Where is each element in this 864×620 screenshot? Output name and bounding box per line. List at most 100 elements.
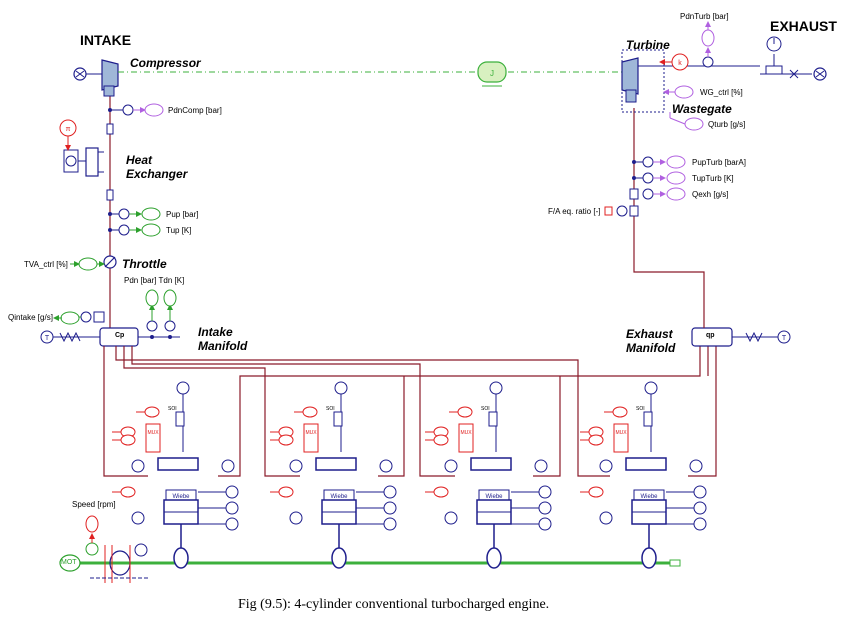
wiebe-label: Wiebe <box>640 494 658 500</box>
compressor-label: Compressor <box>130 56 201 70</box>
cylinder-unit: MUX SOI Wiebe <box>425 381 552 569</box>
injector-icon <box>175 411 185 427</box>
crank-icon <box>641 547 657 569</box>
temperature-sensor <box>693 485 707 499</box>
wastegate-label: Wastegate <box>672 102 732 116</box>
intake-manifold-label-1: Intake <box>198 325 233 339</box>
ground-icon <box>489 381 503 395</box>
injector-icon <box>643 411 653 427</box>
tupturb-signal: TupTurb [K] <box>692 174 734 183</box>
temperature-sensor <box>383 501 397 515</box>
qexh-signal: Qexh [g/s] <box>692 190 729 199</box>
theta-sensor <box>289 459 303 473</box>
theta-sensor <box>444 511 458 525</box>
figure-caption: Fig (9.5): 4-cylinder conventional turbo… <box>238 597 550 612</box>
exhaust-pipe <box>633 108 705 328</box>
pdncomp-signal: PdnComp [bar] <box>168 106 222 115</box>
mux-label: MUX <box>147 430 159 436</box>
pipe-connector <box>106 189 114 201</box>
pupturb-signal: PupTurb [barA] <box>692 158 746 167</box>
pup-sensor <box>108 207 161 221</box>
theta-sensor <box>444 459 458 473</box>
theta-sensor <box>131 511 145 525</box>
soi-label: SOI <box>636 406 645 412</box>
mux-block <box>458 423 474 453</box>
tup-signal: Tup [K] <box>166 226 192 235</box>
cylinder-head <box>157 457 199 471</box>
fa-ratio-signal: F/A eq. ratio [-] <box>548 207 601 216</box>
temperature-sensor <box>538 501 552 515</box>
svg-text:J: J <box>490 69 494 78</box>
temperature-sensor <box>538 485 552 499</box>
temperature-sensor <box>383 517 397 531</box>
svg-text:T: T <box>782 335 787 342</box>
exhaust-runners <box>218 346 717 477</box>
cylinder-head <box>625 457 667 471</box>
soi-label: SOI <box>168 406 177 412</box>
mux-label: MUX <box>460 430 472 436</box>
cp-block-label: Cp <box>115 332 125 339</box>
exhaust-label: EXHAUST <box>770 18 837 34</box>
cylinder-unit: MUX SOI Wiebe <box>112 381 239 569</box>
soi-label: SOI <box>326 406 335 412</box>
exhaust-sensors <box>604 155 686 217</box>
soi-label: SOI <box>481 406 490 412</box>
intake-label: INTAKE <box>80 32 132 48</box>
cylinder-head <box>315 457 357 471</box>
crank-icon <box>331 547 347 569</box>
pup-signal: Pup [bar] <box>166 210 199 219</box>
intake-manifold-label-2: Manifold <box>198 339 248 353</box>
ground-icon <box>334 381 348 395</box>
temperature-sensor <box>693 501 707 515</box>
crankshaft-end <box>669 559 681 567</box>
qintake-signal: Qintake [g/s] <box>8 313 53 322</box>
ground-icon <box>644 381 658 395</box>
intake-runners <box>103 346 610 477</box>
heat-exchanger-icon: π <box>59 119 104 177</box>
svg-text:T: T <box>45 335 50 342</box>
mux-block <box>613 423 629 453</box>
wiebe-label: Wiebe <box>330 494 348 500</box>
exhaust-manifold-label-2: Manifold <box>626 341 676 355</box>
intake-ambient-icon <box>73 67 102 81</box>
tup-sensor <box>108 223 161 237</box>
temperature-sensor <box>693 517 707 531</box>
temperature-sensor <box>225 517 239 531</box>
cylinder-head <box>470 457 512 471</box>
wiebe-label: Wiebe <box>485 494 503 500</box>
exhaust-manifold-label-1: Exhaust <box>626 327 673 341</box>
crank-icon <box>486 547 502 569</box>
heat-exchanger-label-2: Exchanger <box>126 167 188 181</box>
heat-exchanger-label-1: Heat <box>126 153 153 167</box>
cylinder-unit: MUX SOI Wiebe <box>270 381 397 569</box>
injector-icon <box>333 411 343 427</box>
turbine-label: Turbine <box>626 38 670 52</box>
mux-label: MUX <box>615 430 627 436</box>
svg-text:π: π <box>66 126 71 133</box>
theta-sensor <box>534 459 548 473</box>
motor-block <box>59 515 150 583</box>
throttle-icon <box>70 255 117 271</box>
injector-icon <box>488 411 498 427</box>
exhaust-outlet <box>760 36 827 81</box>
ground-icon <box>176 381 190 395</box>
cylinder-unit: MUX SOI Wiebe <box>580 381 707 569</box>
theta-sensor <box>599 511 613 525</box>
cylinders: MUX SOI Wiebe MUX SOI Wiebe MUX SOI Wiebe MUX SOI W… <box>112 381 707 569</box>
temperature-sensor <box>225 501 239 515</box>
theta-sensor <box>289 511 303 525</box>
mux-block <box>303 423 319 453</box>
qturb-signal: Qturb [g/s] <box>708 120 746 129</box>
compressor-icon <box>101 59 119 97</box>
temperature-sensor <box>225 485 239 499</box>
theta-sensor <box>221 459 235 473</box>
mux-label: MUX <box>305 430 317 436</box>
speed-signal: Speed [rpm] <box>72 500 116 509</box>
pdnturb-signal: PdnTurb [bar] <box>680 12 729 21</box>
exhaust-manifold: T <box>691 327 791 347</box>
wiebe-label: Wiebe <box>172 494 190 500</box>
intake-manifold: T <box>40 289 180 347</box>
wg-ctrl-signal: WG_ctrl [%] <box>700 88 743 97</box>
temperature-sensor <box>538 517 552 531</box>
